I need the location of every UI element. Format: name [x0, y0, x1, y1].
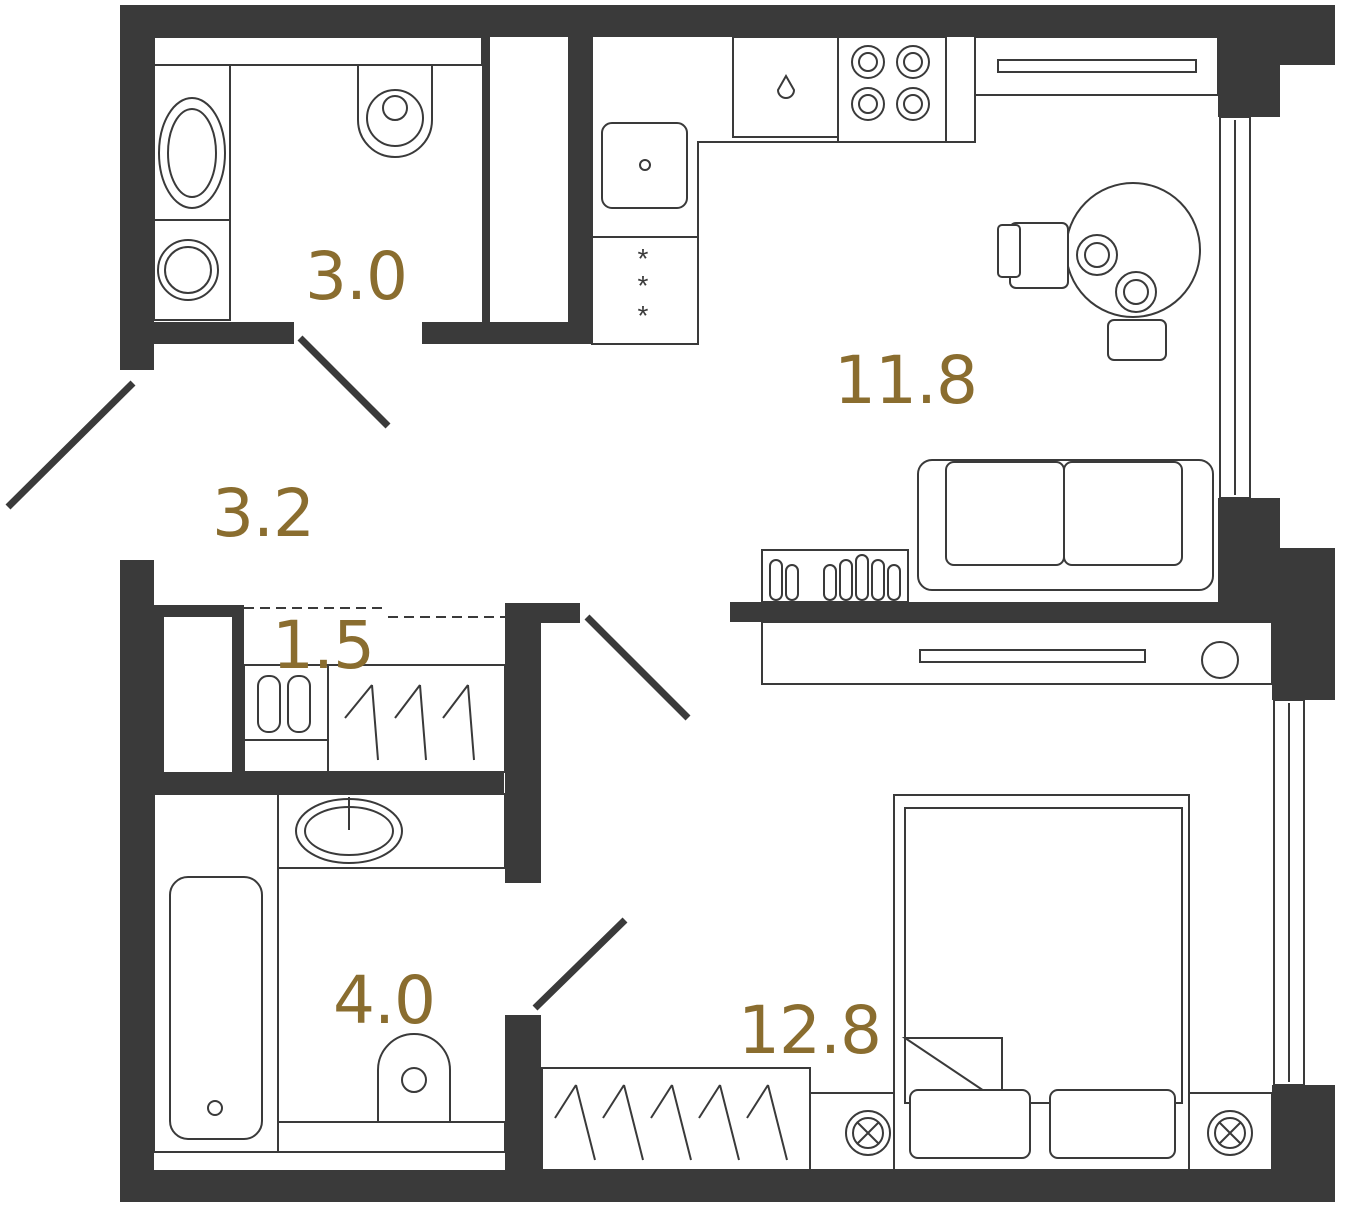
kitchen-fixtures: * * * [591, 36, 1219, 603]
svg-text:*: * [638, 300, 649, 331]
svg-text:*: * [638, 270, 649, 301]
bathroom-bottom-fixtures [153, 793, 506, 1153]
room-area-bathroom-bottom: 4.0 [333, 962, 436, 1039]
room-area-bathroom-top: 3.0 [305, 238, 408, 315]
room-area-hallway: 3.2 [212, 475, 315, 552]
doors [5, 335, 691, 1011]
closet-fixtures [243, 664, 506, 773]
shelves [164, 37, 568, 762]
bedroom-fixtures [541, 621, 1273, 1171]
room-area-kitchen-living: 11.8 [834, 342, 978, 419]
room-area-bedroom: 12.8 [738, 992, 882, 1069]
walls [120, 5, 1335, 1202]
windows [1219, 116, 1305, 1086]
svg-text:*: * [638, 243, 649, 274]
room-area-closet: 1.5 [272, 607, 375, 684]
bathroom-top-fixtures [153, 36, 483, 321]
